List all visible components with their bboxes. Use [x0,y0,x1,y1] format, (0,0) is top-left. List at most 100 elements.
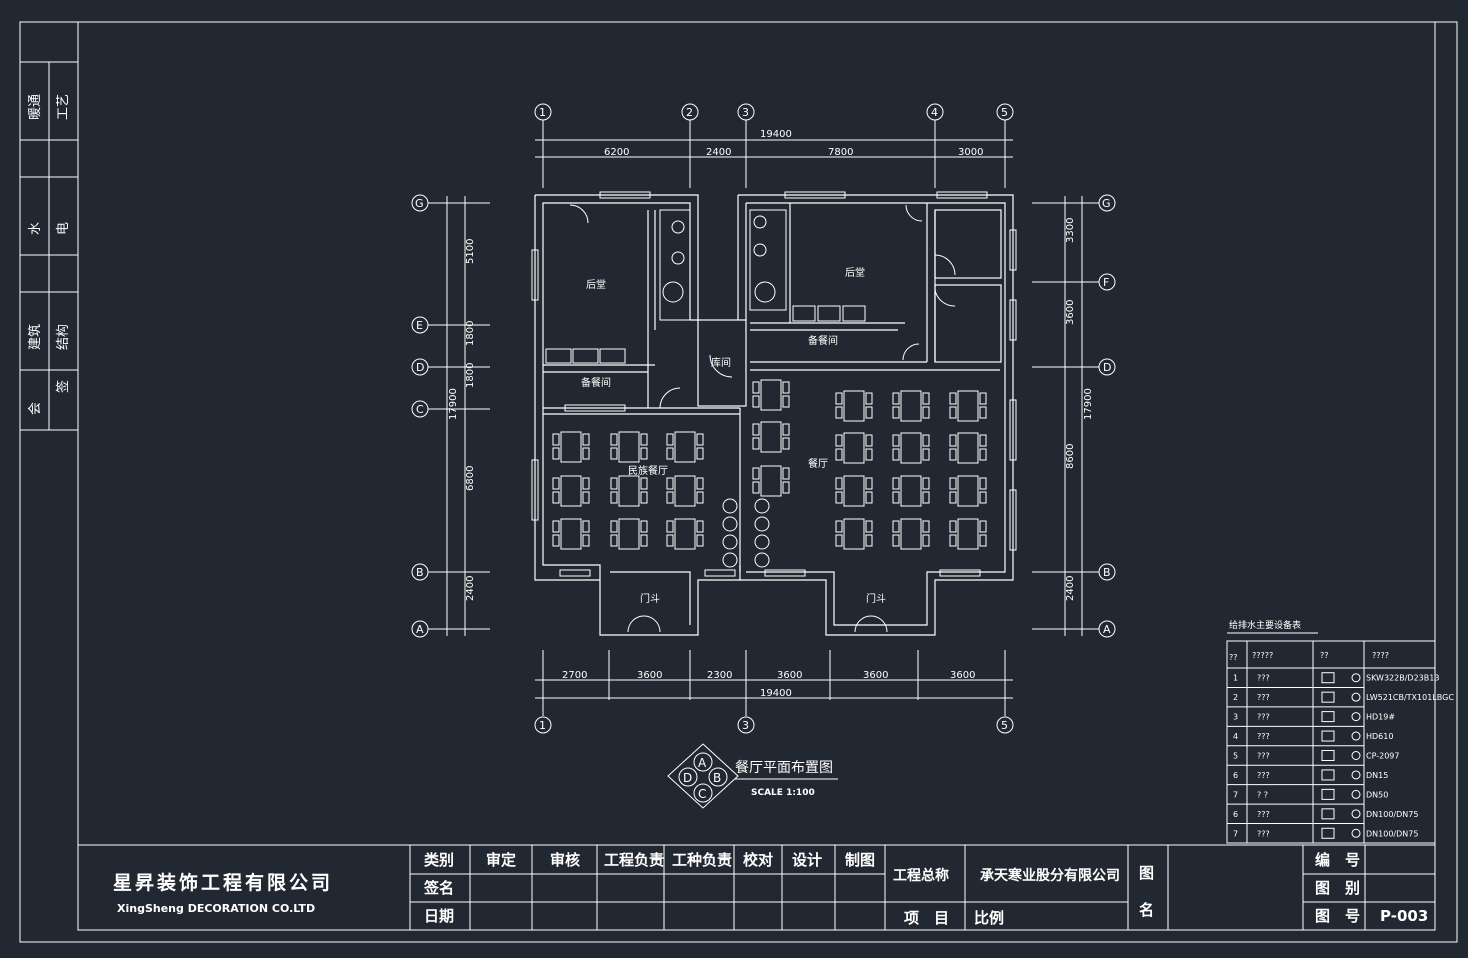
title-block: 星昇装饰工程有限公司 XingSheng DECORATION CO.LTD 类… [77,844,1436,931]
side-label-arch: 建筑 [27,324,43,350]
room-dining: 餐厅 [808,457,828,470]
svg-text:E: E [416,319,423,332]
dining-table [666,518,704,550]
dining-table [552,431,590,463]
svg-text:4: 4 [931,106,938,119]
project-total-value: 承天寒业股分有限公司 [980,867,1120,884]
equipment-symbol-icon [1351,692,1361,702]
dining-table [752,421,790,453]
svg-text:1800: 1800 [465,321,476,346]
equipment-name: ??? [1257,752,1270,761]
right-axes: G F D B A 3300 3600 8600 17900 2400 [1032,194,1116,638]
equipment-name: ??? [1257,732,1270,741]
svg-text:3600: 3600 [863,670,888,681]
equipment-model: LW521CB/TX101LBGC [1366,693,1454,702]
svg-text:??: ?? [1320,651,1329,660]
svg-text:D: D [416,361,424,374]
company-name-cn: 星昇装饰工程有限公司 [113,871,333,894]
dining-table [892,390,930,422]
equipment-no: 7 [1233,829,1238,838]
booth-seat [754,516,770,532]
number-label: 编 号 [1315,851,1360,869]
dim-top-total: 19400 [760,129,792,140]
equipment-symbol-icon [1351,712,1361,722]
svg-text:B: B [416,566,424,579]
svg-text:制图: 制图 [845,851,875,869]
dining-table [892,432,930,464]
fixture-symbol-icon [1321,808,1335,820]
dining-table [835,518,873,550]
svg-text:A: A [416,623,424,636]
left-axes: G E D C B A 17900 5100 1800 1800 6800 24… [411,194,490,638]
svg-text:图: 图 [1139,864,1154,882]
svg-text:1: 1 [539,106,546,119]
dining-table [666,475,704,507]
equipment-symbol-icon [1351,809,1361,819]
drawing-no-label: 图 号 [1315,907,1360,925]
equipment-symbol-icon [1351,789,1361,799]
dining-table [835,432,873,464]
dining-table [552,475,590,507]
drawing-no-value: P-003 [1380,907,1428,925]
svg-text:C: C [416,403,424,416]
svg-text:??: ?? [1229,653,1238,662]
dining-table [610,431,648,463]
svg-text:工程负责: 工程负责 [604,851,664,869]
equipment-name: ? ? [1257,790,1268,799]
svg-text:名: 名 [1139,901,1154,919]
svg-text:5100: 5100 [465,239,476,264]
booth-seat [722,516,738,532]
svg-text:3: 3 [742,106,749,119]
fixture-symbol-icon [1321,730,1335,742]
side-label-electric: 电 [56,222,71,235]
fixture-symbol-icon [1321,788,1335,800]
svg-text:17900: 17900 [1083,388,1094,420]
svg-text:3: 3 [742,719,749,732]
svg-text:3600: 3600 [950,670,975,681]
room-vestibule-left: 门斗 [640,592,660,605]
svg-text:2700: 2700 [562,670,587,681]
equipment-no: 3 [1233,713,1238,722]
equipment-name: ??? [1257,771,1270,780]
fixture-symbol-icon [1321,691,1335,703]
side-strip: 暖通 工艺 水 电 建筑 结构 会 签 [19,21,79,431]
room-vestibule-right: 门斗 [866,592,886,605]
room-back-kitchen-left: 后堂 [586,279,606,291]
equipment-no: 2 [1233,693,1238,702]
dining-table [949,475,987,507]
dining-table [610,475,648,507]
svg-text:2300: 2300 [707,670,732,681]
booth-seat [722,552,738,568]
svg-text:日期: 日期 [424,907,454,925]
svg-text:审定: 审定 [486,851,516,869]
equipment-name: ??? [1257,810,1270,819]
svg-text:2400: 2400 [706,147,731,158]
fixture-symbol-icon [1321,827,1335,839]
equipment-model: DN15 [1366,771,1388,780]
svg-text:1800: 1800 [465,363,476,388]
equipment-model: HD610 [1366,732,1393,741]
dim-bottom-total: 19400 [760,688,792,699]
room-back-kitchen-right: 后堂 [845,267,865,279]
svg-text:B: B [713,771,721,785]
svg-text:5: 5 [1001,106,1008,119]
equipment-name: ??? [1257,713,1270,722]
svg-text:7800: 7800 [828,147,853,158]
equipment-no: 7 [1233,790,1238,799]
svg-text:3600: 3600 [637,670,662,681]
equipment-symbol-icon [1351,673,1361,683]
svg-text:D: D [683,771,692,785]
fixture-symbol-icon [1321,769,1335,781]
project-total-label: 工程总称 [893,867,949,884]
booth-seat [754,498,770,514]
floor-plan [531,191,1017,636]
equipment-no: 4 [1233,732,1238,741]
dining-table [835,390,873,422]
side-label-qian: 签 [55,380,71,393]
side-label-process: 工艺 [56,94,71,120]
svg-text:6800: 6800 [465,466,476,491]
equipment-no: 6 [1233,771,1238,780]
equipment-table-title: 给排水主要设备表 [1229,619,1301,631]
svg-text:工种负责: 工种负责 [672,851,732,869]
room-warehouse: 库间 [711,356,731,369]
